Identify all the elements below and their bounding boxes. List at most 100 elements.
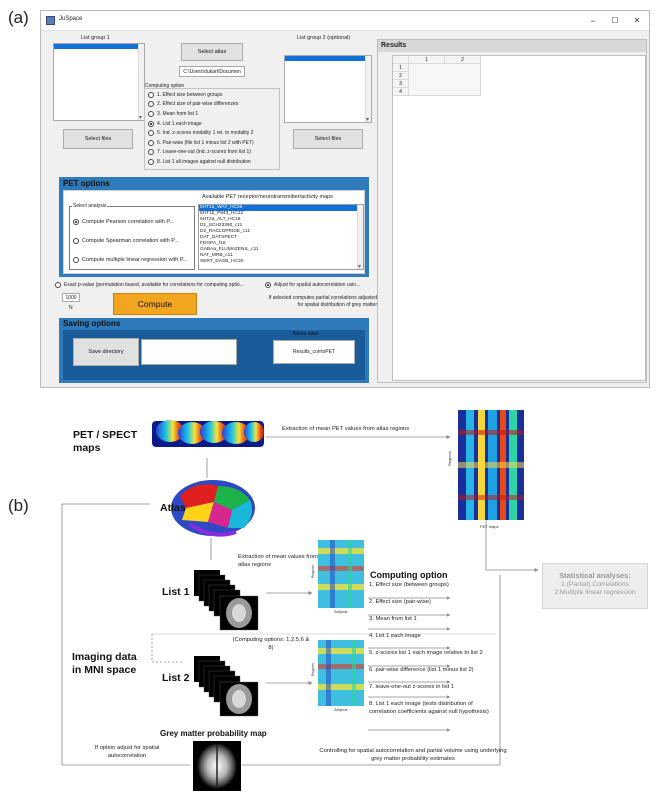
radio-icon: [148, 110, 154, 117]
results-cells: [409, 64, 481, 96]
saving-options-content: Save directory Name save Results_corrtoP…: [63, 330, 365, 380]
name-save-label: Name save: [293, 331, 319, 337]
computing-option-1[interactable]: 1. Effect size between groups: [148, 90, 254, 100]
pet-map-item[interactable]: GABAa_FLUMAZENIL_c11: [200, 247, 259, 252]
app-icon: [46, 16, 55, 25]
title-bar: JuSpace − ☐ ✕: [41, 11, 649, 31]
connectors: [61, 435, 539, 766]
pet-slice: [156, 420, 184, 442]
pet-map-item[interactable]: 5HT1a_WAY_HC36: [199, 205, 363, 211]
matrix-y-axis-label: Regions: [311, 663, 315, 676]
computing-option-2[interactable]: 2. Effect size of pair-wise differenzes: [148, 100, 254, 110]
radio-icon: [148, 149, 154, 156]
results-column-header: 2: [445, 56, 481, 64]
permutation-count-field[interactable]: 1000: [62, 293, 80, 302]
radio-icon: [148, 91, 154, 98]
matrix-x-axis-label: Subjects: [334, 708, 348, 712]
radio-icon: [148, 130, 154, 137]
computing-option-7[interactable]: 7. Leave-one-out (ind. z-scores from lis…: [148, 148, 254, 158]
atlas-brain-image: [171, 480, 255, 537]
list-group-1-label: List group 1: [81, 35, 110, 41]
pet-map-item[interactable]: D1_SCH23390_c11: [200, 223, 243, 228]
atlas-path-field[interactable]: C:\Users\dukart\Documen: [179, 66, 245, 77]
matrix-band: [318, 548, 364, 554]
list1-label: List 1: [162, 586, 190, 598]
pet-heatmap: Regions PET maps: [447, 410, 524, 529]
pet-slice: [200, 421, 228, 443]
pet-map-item[interactable]: D2_RACLOPRIDE_c11: [200, 229, 251, 234]
list-group-1-listbox[interactable]: [53, 43, 145, 121]
matrix-band: [348, 540, 352, 608]
list2-image-stack: [194, 656, 259, 717]
matrix-band: [318, 648, 364, 654]
spatial-adjust-option[interactable]: Adjust for spatial autocorrelation usin.…: [265, 280, 360, 290]
computing-option-list: 1. Effect size between groups 2. Effect …: [148, 90, 254, 167]
computing-option-6[interactable]: 6. Pair-wise (file list 1 minus list 2 w…: [148, 138, 254, 148]
computing-option-8[interactable]: 8. List 1 all images against null distri…: [148, 157, 254, 167]
saving-options-panel: Saving options Save directory Name save …: [59, 318, 369, 383]
radio-icon: [73, 256, 79, 263]
results-panel: Results 1 2 1 2 3 4: [377, 39, 647, 383]
list-group-2-listbox[interactable]: [284, 55, 372, 123]
name-save-field[interactable]: Results_corrtoPET: [273, 340, 355, 364]
computing-option-group: 1. Effect size between groups 2. Effect …: [144, 88, 280, 170]
radio-selected-icon: [148, 120, 154, 127]
computing-option-3[interactable]: 3. Mean from list 1: [148, 109, 254, 119]
pet-heatmap-band: [458, 462, 524, 468]
spatial-option-note: If option adjust for spatial autocorrela…: [94, 745, 160, 759]
compute-button[interactable]: Compute: [113, 293, 197, 315]
list1-image-stack: [194, 570, 259, 631]
pet-map-item[interactable]: FDOPA_f18: [200, 241, 226, 246]
minimize-button[interactable]: −: [590, 16, 596, 26]
pet-slices-image: [152, 420, 264, 447]
radio-icon: [148, 139, 154, 146]
matrix-band: [326, 640, 331, 706]
select-files-2-button[interactable]: Select files: [293, 129, 363, 149]
save-directory-field[interactable]: [141, 339, 237, 365]
matrix-band: [352, 640, 356, 706]
save-directory-button[interactable]: Save directory: [73, 338, 139, 366]
computing-option-5[interactable]: 5. Ind. z-scores modality 1 rel. to moda…: [148, 128, 254, 138]
spatial-adjust-note: If selected computes partial correlation…: [268, 295, 377, 308]
list1-matrix: Regions Subjects: [311, 540, 364, 614]
workflow-diagram: Regions PET maps: [61, 410, 539, 791]
matrix-band: [318, 684, 364, 690]
pet-map-item[interactable]: DAT_DATSPECT: [200, 235, 238, 240]
pet-slice: [244, 422, 264, 442]
permutation-option[interactable]: Exact p-value (permutation based, availa…: [55, 280, 244, 290]
select-files-1-button[interactable]: Select files: [63, 129, 133, 149]
list-group-2-selection: [285, 56, 371, 61]
results-table[interactable]: 1 2 1 2 3 4: [392, 55, 646, 381]
matrix-band: [318, 584, 364, 590]
pet-map-item[interactable]: 5HT2a_ALT_HC19: [200, 217, 241, 222]
computing-option-4[interactable]: 4. List 1 each image: [148, 119, 254, 129]
pet-map-item[interactable]: NAT_MRB_c11: [200, 253, 233, 258]
pet-extraction-note: Extraction of mean PET values from atlas…: [282, 426, 410, 432]
pet-map-item[interactable]: SERT_DASB_HC30: [200, 259, 244, 264]
pet-heatmap-band: [458, 495, 524, 500]
panel-label-b: (b): [8, 496, 29, 515]
list-group-1-scrollbar[interactable]: [138, 44, 144, 121]
heatmap-x-axis-label: PET maps: [480, 524, 499, 529]
saving-options-title: Saving options: [63, 319, 121, 328]
close-button[interactable]: ✕: [633, 16, 641, 25]
pet-maps-label: Available PET receptor/neurotransmitter/…: [202, 194, 333, 200]
mri-brain-core: [232, 604, 246, 622]
maximize-button[interactable]: ☐: [611, 16, 619, 25]
computing-step-4: 4. List 1 each image: [369, 633, 421, 639]
list-group-2-scrollbar[interactable]: [365, 56, 371, 123]
pet-map-item[interactable]: 5HT1b_P943_HC22: [200, 211, 244, 216]
radio-icon: [55, 281, 61, 288]
analysis-pearson[interactable]: Compute Pearson correlation with P...: [73, 217, 174, 227]
analysis-group: Select analysis Compute Pearson correlat…: [69, 203, 195, 270]
results-row-header: 2: [393, 72, 409, 80]
results-row-header: 1: [393, 64, 409, 72]
analysis-spearman[interactable]: Compute Spearman correlation with P...: [73, 236, 179, 246]
radio-icon: [148, 158, 154, 165]
pet-maps-listbox[interactable]: 5HT1a_WAY_HC36 5HT1b_P943_HC22 5HT2a_ALT…: [198, 204, 364, 270]
list-group-2-label: List group 2 (optional): [297, 35, 351, 41]
analysis-regression[interactable]: Compute multiple linear regression with …: [73, 255, 187, 265]
select-atlas-button[interactable]: Select atlas: [181, 43, 243, 61]
radio-selected-icon: [73, 218, 79, 225]
pet-maps-scrollbar[interactable]: [357, 205, 363, 269]
